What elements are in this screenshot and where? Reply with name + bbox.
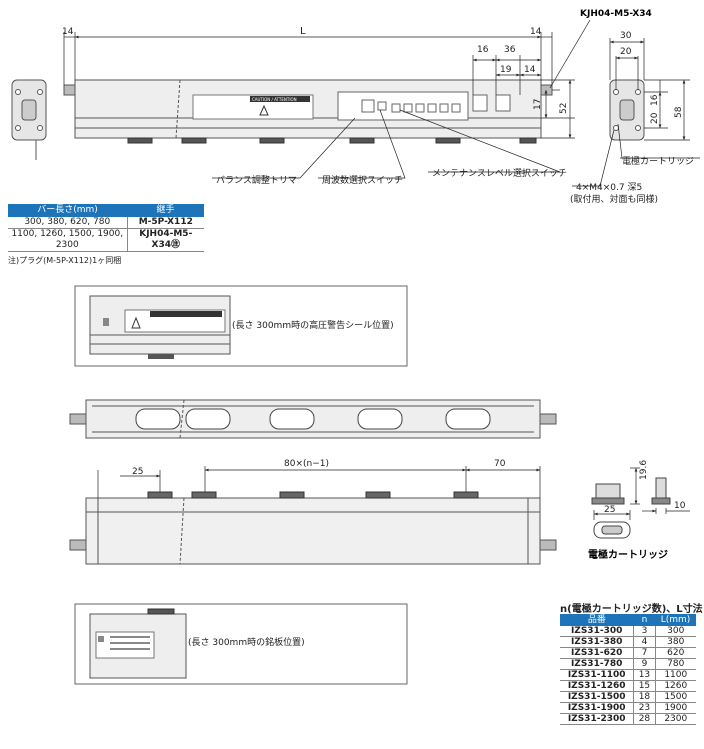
n-header-model: 品番 <box>560 614 634 626</box>
n-length: 1900 <box>654 702 696 714</box>
n-count: 18 <box>633 691 656 703</box>
n-count: 28 <box>633 713 656 725</box>
n-model: IZS31-620 <box>560 647 634 659</box>
dim-L: L <box>300 26 306 37</box>
dim-16b: 16 <box>650 94 660 106</box>
nameplate-detail <box>74 603 408 685</box>
nameplate-label: (長さ 300mm時の銘板位置) <box>188 636 305 648</box>
n-table-title: n(電極カートリッジ数)、L寸法 <box>560 604 703 615</box>
screw-note: (取付用、対面も同様) <box>570 193 658 205</box>
dim-14c: 14 <box>524 65 536 75</box>
right-end-view <box>609 79 645 141</box>
n-model: IZS31-380 <box>560 636 634 648</box>
kjh-top-label: KJH04-M5-X34 <box>580 9 652 19</box>
n-count: 23 <box>633 702 656 714</box>
n-count: 3 <box>633 626 656 637</box>
caution-text: CAUTION / ATTENTION <box>252 97 297 102</box>
switch-panel <box>337 91 511 121</box>
n-length: 2300 <box>654 713 696 725</box>
dim-16: 16 <box>477 45 489 55</box>
dim-30: 30 <box>620 31 632 41</box>
side-view-bar <box>69 497 557 565</box>
n-length: 380 <box>654 636 696 648</box>
n-count: 15 <box>633 680 656 692</box>
dim-58: 58 <box>674 106 684 118</box>
warn-seal-label: (長さ 300mm時の高圧警告シール位置) <box>232 319 394 331</box>
dim-19: 19 <box>500 65 512 75</box>
fitting-length: 300, 380, 620, 780 <box>8 217 128 229</box>
cartridge-bottom-label: 電極カートリッジ <box>588 548 668 561</box>
dim-80n: 80×(n−1) <box>284 459 329 469</box>
dim-14-right: 14 <box>530 27 542 37</box>
dim-20a: 20 <box>620 47 632 57</box>
n-length: 620 <box>654 647 696 659</box>
n-header-L: L(mm) <box>655 614 696 626</box>
table-row: 1100, 1260, 1500, 1900, 2300 KJH04-M5-X3… <box>8 228 204 252</box>
n-count: 4 <box>633 636 656 648</box>
dim-10: 10 <box>674 501 686 511</box>
n-model: IZS31-1900 <box>560 702 634 714</box>
fitting-length: 1100, 1260, 1500, 1900, 2300 <box>8 228 128 252</box>
cartridge-label: 電極カートリッジ <box>622 155 694 167</box>
n-model: IZS31-780 <box>560 658 634 670</box>
table-row: 300, 380, 620, 780 M-5P-X112 <box>8 217 204 229</box>
n-length: 1500 <box>654 691 696 703</box>
n-count: 7 <box>633 647 656 659</box>
cartridge-detail <box>591 477 671 539</box>
top-view-cartridges <box>135 408 491 430</box>
dim-70: 70 <box>494 459 506 469</box>
fitting-part: KJH04-M5-X34㊟ <box>126 228 204 252</box>
n-model: IZS31-1260 <box>560 680 634 692</box>
dim-52: 52 <box>559 103 569 114</box>
screw-label: 4×M4×0.7 深5 <box>576 182 642 193</box>
dim-17: 17 <box>533 99 543 110</box>
warning-seal-detail <box>74 285 408 367</box>
fitting-part: M-5P-X112 <box>126 217 204 229</box>
n-count: 9 <box>633 658 656 670</box>
left-end-view <box>11 79 47 141</box>
caution-label: CAUTION / ATTENTION <box>192 94 314 120</box>
front-cartridges <box>127 137 537 144</box>
n-model: IZS31-2300 <box>560 713 634 725</box>
n-length: 1100 <box>654 669 696 681</box>
fitting-table: バー長さ(mm) 継手 300, 380, 620, 780 M-5P-X112… <box>8 204 204 252</box>
dim-25b: 25 <box>604 505 615 515</box>
fitting-header-fitting: 継手 <box>127 204 204 217</box>
dim-36: 36 <box>504 45 516 55</box>
n-header-n: n <box>633 614 656 626</box>
n-count: 13 <box>633 669 656 681</box>
n-model: IZS31-1100 <box>560 669 634 681</box>
n-length: 300 <box>654 626 696 637</box>
dim-19-6: 19.6 <box>639 460 649 480</box>
fitting-note: 注)プラグ(M-5P-X112)1ヶ同梱 <box>8 256 122 265</box>
dim-20b: 20 <box>650 112 660 124</box>
balance-trimmer-label: バランス調整トリマ <box>216 174 297 186</box>
top-dimensions <box>63 32 575 139</box>
freq-switch-label: 周波数選択スイッチ <box>322 174 403 186</box>
n-model: IZS31-1500 <box>560 691 634 703</box>
fitting-header-length: バー長さ(mm) <box>8 204 128 217</box>
callout-lines <box>212 109 700 187</box>
n-model: IZS31-300 <box>560 626 634 637</box>
dim-25a: 25 <box>132 467 143 477</box>
side-view-cartridges <box>147 491 479 499</box>
dim-14-left: 14 <box>62 27 74 37</box>
maint-switch-label: メンテナンスレベル選択スイッチ <box>432 167 567 179</box>
n-length: 1260 <box>654 680 696 692</box>
n-length: 780 <box>654 658 696 670</box>
